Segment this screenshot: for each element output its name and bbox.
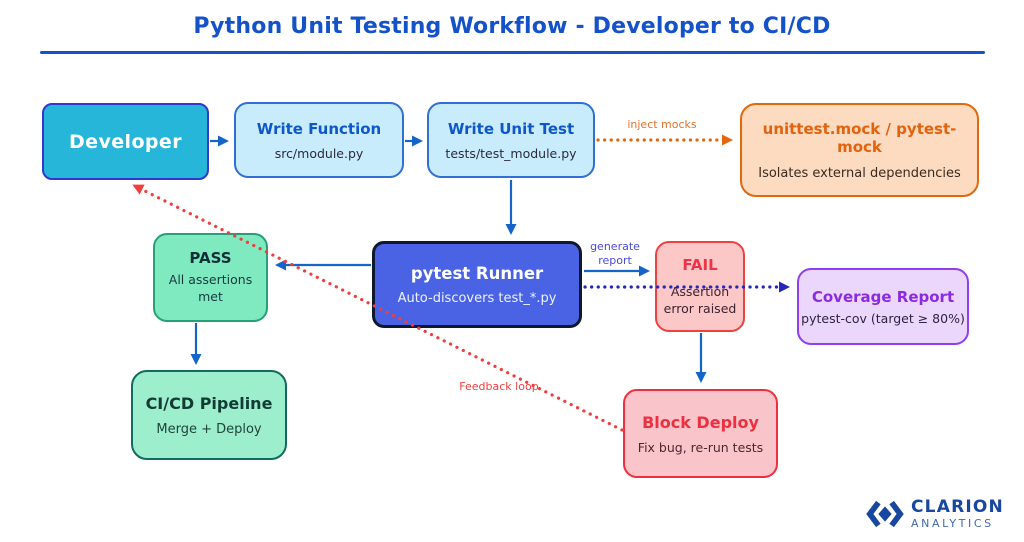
node-pass-title: PASS (189, 249, 232, 268)
node-unittest-mock-subtitle: Isolates external dependencies (758, 165, 961, 181)
node-coverage-report-subtitle: pytest-cov (target ≥ 80%) (801, 310, 965, 326)
node-fail-subtitle: Assertion error raised (663, 283, 737, 316)
node-unittest-mock: unittest.mock / pytest-mock Isolates ext… (740, 103, 979, 197)
node-developer-title: Developer (69, 130, 182, 153)
node-pytest-runner-subtitle: Auto-discovers test_*.py (397, 290, 557, 306)
edge-label-generate-report: generate report (590, 240, 640, 267)
node-write-unit-test: Write Unit Test tests/test_module.py (427, 102, 595, 178)
brand-logo: CLARION ANALYTICS (866, 497, 1004, 531)
edge-label-inject-mocks: inject mocks (627, 118, 697, 131)
node-write-function-subtitle: src/module.py (274, 145, 364, 161)
node-coverage-report: Coverage Report pytest-cov (target ≥ 80%… (797, 268, 969, 345)
node-pass-subtitle: All assertions met (168, 272, 253, 304)
node-fail-title: FAIL (682, 255, 718, 274)
node-pytest-runner: pytest Runner Auto-discovers test_*.py (372, 241, 582, 328)
clarion-diamond-icon (866, 500, 904, 528)
node-pytest-runner-title: pytest Runner (410, 263, 544, 283)
node-write-function-title: Write Function (256, 119, 382, 138)
page-title: Python Unit Testing Workflow - Developer… (193, 14, 831, 39)
brand-name: CLARION (911, 497, 1004, 517)
node-block-deploy: Block Deploy Fix bug, re-run tests (623, 389, 778, 478)
edge-label-feedback-loop: Feedback loop (459, 380, 539, 393)
title-underline (40, 51, 985, 54)
node-write-unit-test-subtitle: tests/test_module.py (445, 145, 577, 161)
node-block-deploy-title: Block Deploy (642, 412, 759, 432)
node-developer: Developer (42, 103, 209, 180)
brand-subname: ANALYTICS (911, 517, 994, 530)
node-block-deploy-subtitle: Fix bug, re-run tests (637, 439, 764, 455)
node-cicd-pipeline-title: CI/CD Pipeline (145, 393, 273, 413)
node-coverage-report-title: Coverage Report (811, 287, 955, 306)
node-fail: FAIL Assertion error raised (655, 241, 745, 332)
node-unittest-mock-title: unittest.mock / pytest-mock (762, 119, 957, 156)
node-cicd-pipeline-subtitle: Merge + Deploy (156, 421, 262, 437)
node-write-unit-test-title: Write Unit Test (447, 119, 575, 138)
node-cicd-pipeline: CI/CD Pipeline Merge + Deploy (131, 370, 287, 460)
brand-text: CLARION ANALYTICS (911, 497, 1004, 530)
node-write-function: Write Function src/module.py (234, 102, 404, 178)
node-pass: PASS All assertions met (153, 233, 268, 322)
